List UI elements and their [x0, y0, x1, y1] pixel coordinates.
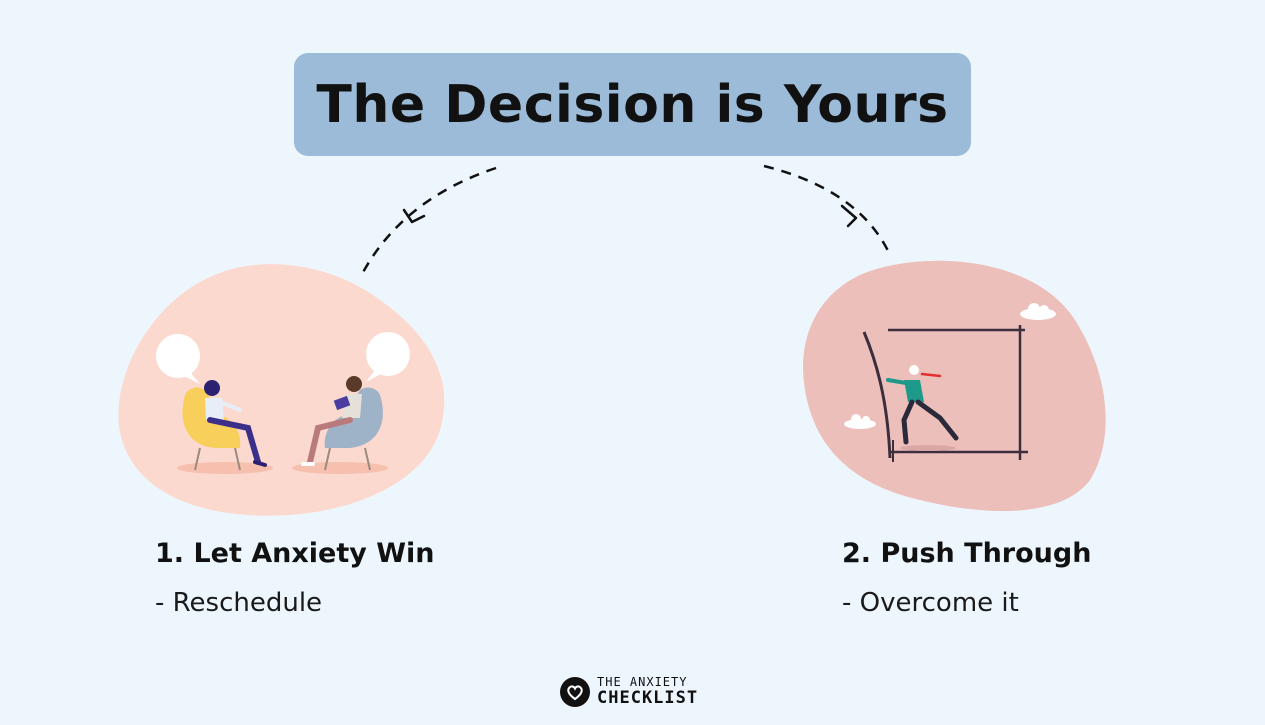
cloud-icon	[1020, 303, 1056, 320]
option-1-heading: 1. Let Anxiety Win	[155, 538, 435, 569]
brand-logo: THE ANXIETY CHECKLIST	[560, 676, 698, 707]
option-1-detail: - Reschedule	[155, 588, 323, 618]
option-2-heading: 2. Push Through	[842, 538, 1092, 569]
brand-name-line2: CHECKLIST	[597, 688, 699, 708]
title-box: The Decision is Yours	[294, 53, 971, 156]
diagram-title: The Decision is Yours	[316, 74, 949, 135]
speech-bubble-icon	[366, 332, 410, 376]
speech-bubble-icon	[156, 334, 200, 378]
arrowhead-right	[840, 204, 858, 228]
push-through-illustration	[844, 303, 1056, 462]
right-blob	[803, 260, 1106, 512]
option-2-detail: - Overcome it	[842, 588, 1019, 618]
therapy-session-illustration	[156, 332, 410, 474]
heart-icon	[560, 676, 590, 707]
right-dashed-arrow	[763, 164, 892, 256]
left-blob	[118, 264, 445, 516]
left-dashed-arrow	[358, 166, 497, 279]
brand-name-line1: THE ANXIETY	[597, 675, 688, 689]
arrowhead-left	[402, 208, 426, 224]
cloud-icon	[844, 414, 876, 429]
